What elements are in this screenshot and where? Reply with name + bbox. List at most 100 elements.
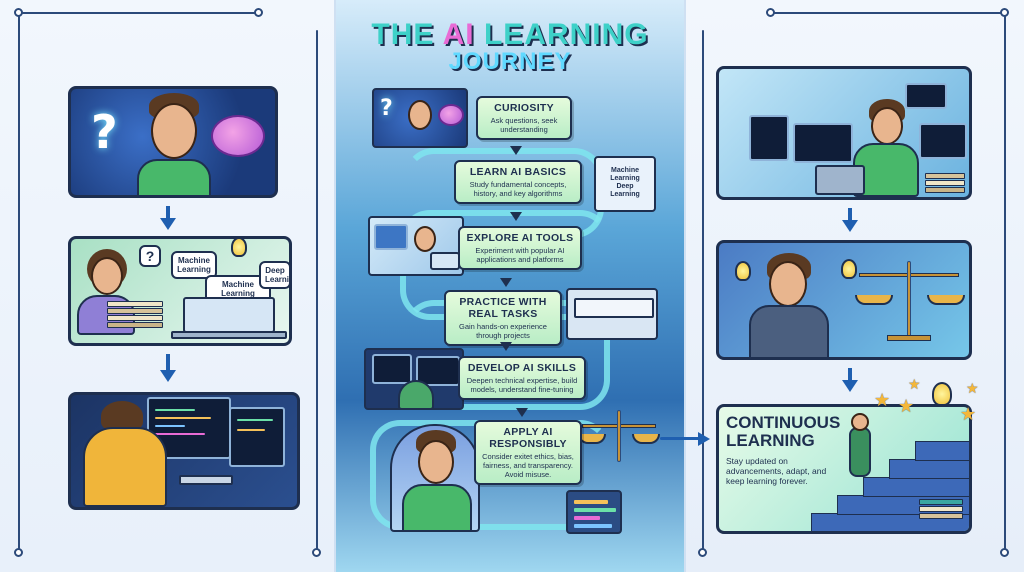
thinking-person [769,261,807,307]
main-title: THE AI LEARNING [371,18,649,51]
laptop-screen [183,297,275,333]
flow-arrow [166,354,170,372]
machine-deep-learning-label: Machine Learning Deep Learning [610,167,640,199]
code-line [155,417,211,419]
working-illustration [716,66,972,200]
person-exploring [414,226,436,252]
step-description: Ask questions, seek understanding [490,116,558,134]
working-person [871,107,903,145]
keyboard [179,475,233,485]
step-develop-ai-skills: DEVELOP AI SKILLS Deepen technical exper… [458,356,586,400]
coding-illustration [68,392,300,510]
step-title: CURIOSITY [494,102,554,114]
code-line [237,419,273,421]
flow-arrow [848,368,852,382]
balance-scale-base [887,335,931,341]
code-line [155,425,185,427]
keyboard-thumbnail [566,288,658,340]
circuit-node [14,548,23,557]
balance-scale-pan-left [855,295,893,305]
question-mark-icon: ? [91,105,118,159]
arrow-down-icon [500,342,512,351]
balance-scale-pole [907,261,911,337]
bar [574,524,612,528]
star-icon: ★ [966,381,979,397]
step-description: Gain hands-on experience through project… [459,322,547,340]
step-title: PRACTICE WITH REAL TASKS [459,296,547,320]
climbing-person [849,427,871,477]
bar [574,516,600,520]
climbing-person-head [851,413,869,431]
arrow-down-icon [842,380,858,392]
step-apply-ai-responsibly: APPLY AI RESPONSIBLY Consider exitet eth… [474,420,582,485]
balance-scale-pan-right [927,295,965,305]
studying-person [91,257,123,295]
arrow-down-icon [842,220,858,232]
circuit-node [1000,8,1009,17]
circuit-line [316,30,318,550]
code-line [237,429,265,431]
circuit-node [254,8,263,17]
circuit-node [1000,548,1009,557]
code-line [155,433,205,435]
step-curiosity: CURIOSITY Ask questions, seek understand… [476,96,572,140]
person-body [137,159,211,195]
bubble-machine-learning: Machine Learning [171,251,217,280]
person-body [402,484,472,530]
star-icon: ★ [874,390,891,411]
book-stack [925,173,965,194]
surprised-person [408,100,432,130]
arrow-down-icon [160,218,176,230]
flow-arrow [166,206,170,220]
step-description: Deepen technical expertise, build models… [466,376,578,394]
book-stack [107,301,163,329]
arrow-down-icon [510,212,522,221]
continuous-learning-description: Stay updated on advancements, adapt, and… [726,456,827,487]
monitor-icon [749,115,789,161]
thinking-person [418,440,454,484]
star-icon: ★ [960,404,977,425]
monitor-icon [416,356,460,386]
step-title: LEARN AI BASICS [469,166,567,178]
circuit-line [770,12,1006,14]
arrow-right-icon [698,432,710,446]
monitor-right [229,407,285,467]
keyboard-icon [574,298,654,318]
main-subtitle: JOURNEY [448,48,572,75]
person-hair [101,401,143,431]
circuit-line [702,30,704,550]
surprised-person [151,103,197,159]
laptop-base [171,331,287,339]
step-description: Experiment with popular AI applications … [475,246,565,264]
monitor-icon [793,123,853,163]
stair-step [915,441,969,461]
lightbulb-icon [735,261,751,281]
continuous-learning-title: CONTINUOUS LEARNING [726,413,841,450]
curiosity-thumbnail: ? [372,88,468,148]
lightbulb-icon [841,259,857,279]
tool-screen [374,224,408,250]
step-title: EXPLORE AI TOOLS [466,232,574,244]
monitor-icon [905,83,947,109]
circuit-node [14,8,23,17]
step-explore-ai-tools: EXPLORE AI TOOLS Experiment with popular… [458,226,582,270]
book-stack [919,499,963,520]
step-title: DEVELOP AI SKILLS [467,362,577,374]
circuit-node [766,8,775,17]
star-icon: ★ [908,377,921,393]
arrow-down-icon [160,370,176,382]
circuit-line [18,12,20,552]
bar [574,508,616,512]
code-bars-thumbnail [566,490,622,534]
circuit-node [698,548,707,557]
balance-scale-pole [617,410,621,462]
person-body [749,305,829,357]
monitor-icon [919,123,967,159]
person-coding [398,380,434,408]
tools-thumbnail [368,216,464,276]
circuit-line [18,12,258,14]
continuous-learning-panel [716,404,972,534]
step-description: Consider exitet ethics, bias, fairness, … [482,452,574,479]
skills-thumbnail [364,348,464,410]
laptop-icon [815,165,865,195]
